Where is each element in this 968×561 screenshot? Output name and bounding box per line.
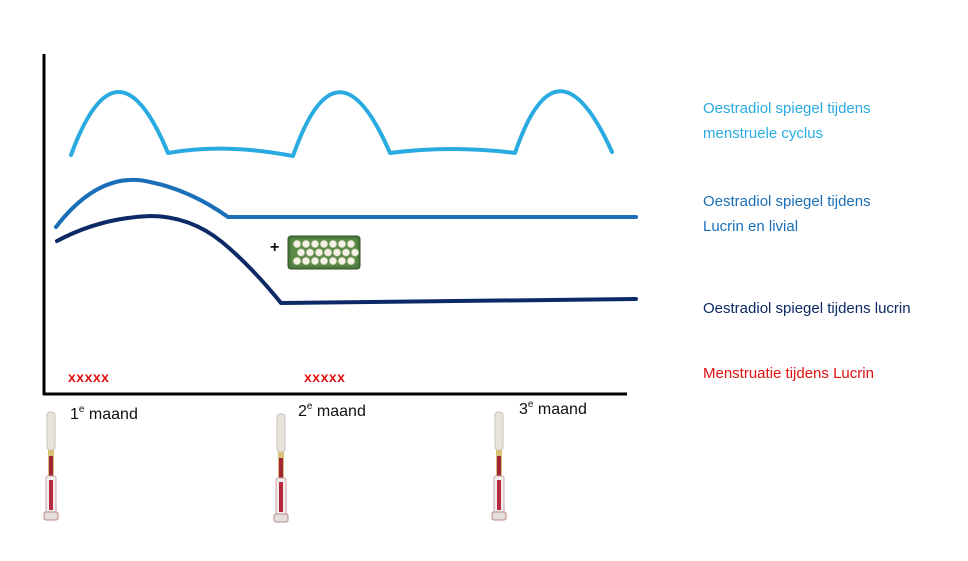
livial-curve [54,177,638,229]
cycle-curve [69,89,614,158]
month-label-2: 2e maand [298,401,366,420]
pill [338,257,346,265]
pill [306,248,314,257]
pill [342,248,350,257]
pill [347,240,355,248]
legend-livial: Oestradiol spiegel tijdens Lucrin en liv… [703,193,871,235]
pill [311,257,319,265]
menstruation-marker-2: xxxxx [304,369,346,385]
syringe-icon [273,413,289,523]
pill [293,240,301,248]
menstruation-marker-1: xxxxx [68,369,110,385]
pill [338,240,346,248]
syringe-icon [491,411,507,521]
pill [347,257,355,265]
pill [324,248,332,257]
pill [302,257,310,265]
pill [333,248,341,257]
pill [351,248,359,257]
pill-pack-icon [287,235,361,270]
pill [315,248,323,257]
legend-cycle: Oestradiol spiegel tijdens menstruele cy… [703,100,871,142]
month-label-1: 1e maand [70,404,138,423]
pill [320,257,328,265]
pill [311,240,319,248]
month-label-3: 3e maand [519,399,587,418]
legend-menstruation: Menstruatie tijdens Lucrin [703,365,874,382]
pill [297,248,305,257]
legend-lucrin: Oestradiol spiegel tijdens lucrin [703,300,911,317]
pill [293,257,301,265]
pill [302,240,310,248]
lucrin-curve [55,214,638,305]
pill [329,257,337,265]
plus-sign: + [270,239,280,256]
pill [320,240,328,248]
pill [329,240,337,248]
syringe-icon [43,411,59,521]
